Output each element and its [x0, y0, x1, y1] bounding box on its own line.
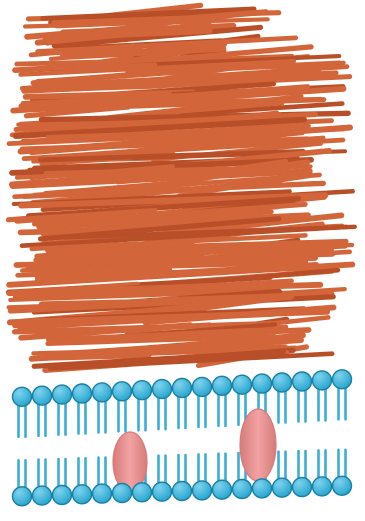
lipid-head	[313, 477, 332, 496]
lipid-head	[193, 377, 212, 396]
lipid-head	[53, 385, 72, 404]
lipid-head	[213, 376, 232, 395]
lipid-head	[253, 479, 272, 498]
lipid-head	[273, 478, 292, 497]
lipid-head	[13, 387, 32, 406]
lipid-head	[113, 382, 132, 401]
lipid-head	[33, 386, 52, 405]
lipid-head	[193, 481, 212, 500]
lipid-head	[113, 484, 132, 503]
lipid-head	[93, 484, 112, 503]
lipid-head	[133, 381, 152, 400]
lipid-head	[173, 482, 192, 501]
lipid-head	[333, 370, 352, 389]
lipid-head	[153, 482, 172, 501]
upper-lipid-heads	[13, 370, 352, 407]
lipid-head	[173, 379, 192, 398]
phospholipid-bilayer	[13, 370, 352, 506]
lipid-head	[73, 384, 92, 403]
lipid-head	[73, 485, 92, 504]
lipid-head	[293, 478, 312, 497]
lipid-head	[133, 483, 152, 502]
lipid-head	[33, 486, 52, 505]
lipid-head	[233, 375, 252, 394]
lower-lipid-heads	[13, 476, 352, 506]
lipid-head	[213, 480, 232, 499]
lipid-head	[273, 373, 292, 392]
lipid-head	[253, 374, 272, 393]
lipid-head	[333, 476, 352, 495]
lipid-head	[153, 380, 172, 399]
lipid-head	[233, 480, 252, 499]
peptidoglycan-layer	[8, 5, 354, 370]
lipid-head	[313, 371, 332, 390]
membrane-protein	[240, 409, 276, 481]
lipid-head	[93, 383, 112, 402]
lipid-head	[13, 487, 32, 506]
lipid-head	[293, 372, 312, 391]
lipid-head	[53, 486, 72, 505]
